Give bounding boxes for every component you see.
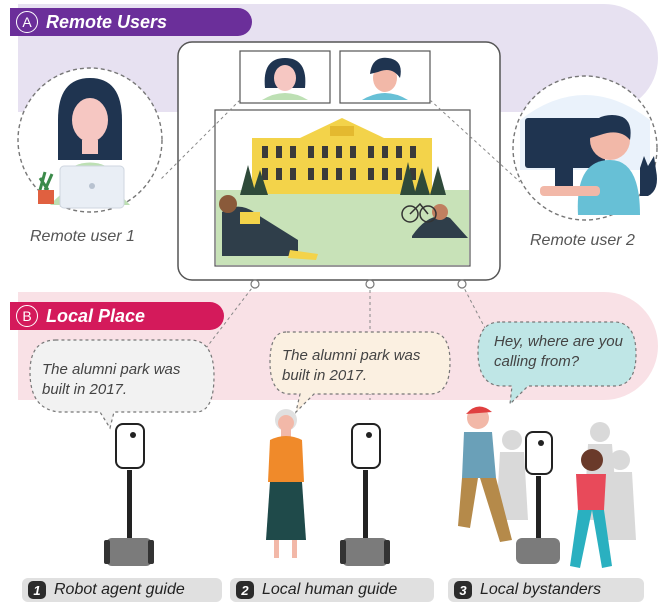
panel-2-number: 2 bbox=[236, 581, 254, 599]
robot-bubble-text: The alumni park was built in 2017. bbox=[42, 361, 181, 398]
bystander-bubble-text: Hey, where are you calling from? bbox=[494, 333, 623, 370]
section-a-letter: A bbox=[16, 11, 38, 33]
video-call-frame bbox=[177, 41, 501, 281]
remote-user-1-caption: Remote user 1 bbox=[30, 228, 135, 245]
panel-1-number: 1 bbox=[28, 581, 46, 599]
panel-1-label: 1 Robot agent guide bbox=[22, 578, 222, 602]
bystanders-illustration bbox=[458, 406, 636, 568]
panel-1-text: Robot agent guide bbox=[54, 581, 185, 598]
panel-3-label: 3 Local bystanders bbox=[448, 578, 644, 602]
robot-2-illustration bbox=[340, 423, 390, 566]
section-a-tag: A Remote Users bbox=[10, 8, 252, 36]
section-b-title: Local Place bbox=[46, 305, 146, 326]
robot-3-illustration bbox=[516, 431, 560, 564]
panel-3-text: Local bystanders bbox=[480, 581, 601, 598]
remote-user-1-illustration bbox=[17, 67, 163, 213]
section-a-title: Remote Users bbox=[46, 11, 168, 32]
human-guide-illustration bbox=[266, 409, 306, 558]
section-b-tag: B Local Place bbox=[10, 302, 224, 330]
remote-user-2-illustration bbox=[512, 75, 658, 221]
panel-2-label: 2 Local human guide bbox=[230, 578, 434, 602]
panel-3-number: 3 bbox=[454, 581, 472, 599]
remote-user-2-caption: Remote user 2 bbox=[530, 232, 635, 249]
section-b-letter: B bbox=[16, 305, 38, 327]
human-bubble-text: The alumni park was built in 2017. bbox=[282, 347, 421, 384]
panel-2-text: Local human guide bbox=[262, 581, 398, 598]
robot-1-illustration bbox=[104, 423, 154, 566]
